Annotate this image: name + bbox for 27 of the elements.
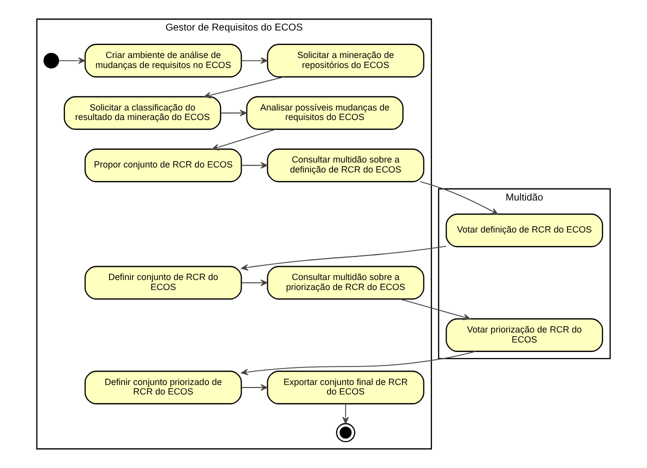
arrow	[204, 76, 284, 98]
node-box: Exportar conjunto final de RCR do ECOS	[266, 370, 424, 404]
arrow	[420, 181, 498, 215]
arrow	[342, 403, 349, 424]
node-box: Definir conjunto de RCR do ECOS	[84, 266, 242, 300]
arrow	[241, 162, 268, 169]
arrow	[241, 279, 268, 286]
arrow	[241, 384, 268, 391]
node-box: Definir conjunto priorizado de RCR do ECOS	[84, 370, 242, 404]
node-box: Propor conjunto de RCR do ECOS	[84, 148, 242, 182]
node-box: Criar ambiente de análise de mudanças de requisitos no ECOS	[84, 44, 242, 78]
arrow	[58, 57, 86, 64]
node-box: Solicitar a classificação do resultado da mineração do ECOS	[64, 96, 222, 130]
node-box: Consultar multidão sobre a definição de RCR do ECOS	[266, 148, 424, 182]
arrow	[212, 128, 276, 150]
node-box: Votar definição de RCR do ECOS	[446, 214, 604, 248]
arrow	[241, 57, 268, 64]
node-box: Consultar multidão sobre a priorização de RCR do ECOS	[266, 266, 424, 300]
arrow	[220, 110, 247, 116]
node-box: Votar priorização de RCR do ECOS	[446, 318, 604, 352]
arrow	[241, 350, 476, 376]
node-bullseye	[336, 423, 356, 442]
node-box: Analisar possíveis mudanças de requisitos do ECOS	[246, 96, 404, 130]
arrow	[241, 246, 447, 271]
node-circle	[43, 52, 60, 68]
arrow	[400, 298, 470, 320]
node-box: Solicitar a mineração de repositórios do ECOS	[266, 44, 424, 78]
